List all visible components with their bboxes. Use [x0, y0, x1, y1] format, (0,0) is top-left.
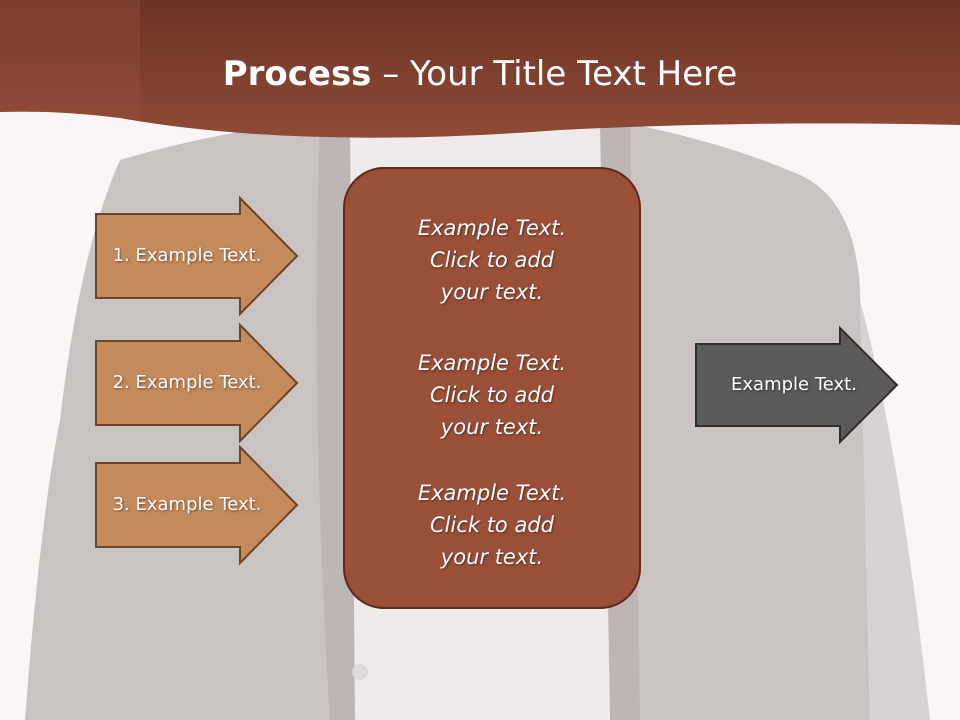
center-text-2[interactable]: Example Text. Click to add your text. [417, 351, 567, 439]
step-label-2[interactable]: 2. Example Text. [112, 372, 262, 393]
step-label-1[interactable]: 1. Example Text. [112, 245, 262, 266]
title-rest: – Your Title Text Here [382, 54, 738, 94]
center-box [343, 167, 641, 609]
center-text-3[interactable]: Example Text. Click to add your text. [417, 481, 567, 569]
step-label-3[interactable]: 3. Example Text. [112, 494, 262, 515]
center-text-1[interactable]: Example Text. Click to add your text. [417, 216, 567, 304]
step-arrow-1 [95, 195, 299, 317]
step-arrow-2 [95, 322, 299, 444]
slide-title[interactable]: Process – Your Title Text Here [0, 52, 960, 96]
output-arrow [695, 325, 899, 445]
output-label[interactable]: Example Text. [731, 374, 857, 395]
step-arrow-3 [95, 444, 299, 566]
header-band [0, 0, 960, 138]
title-bold: Process [222, 54, 372, 94]
